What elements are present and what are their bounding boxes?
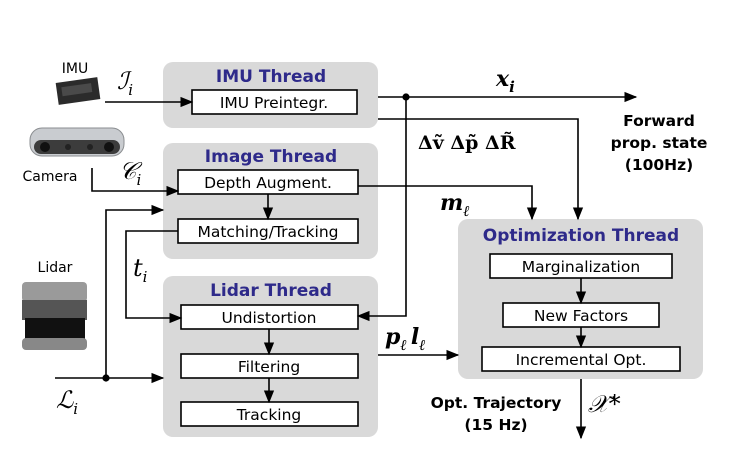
trajectory-symbol: 𝒳* [588,390,621,418]
camera-sensor-label: Camera [23,169,78,185]
depth-augment-box [177,169,359,195]
image-thread-title: Image Thread [205,147,337,167]
imu-chip-icon [55,77,101,105]
imu-input-symbol: ℐi [117,67,133,99]
camera-icon [29,127,125,157]
landmarks-to-optimization-arrow [358,185,538,221]
lidar-icon [22,282,87,350]
time-to-undistortion-arrow [125,230,183,324]
marginalization-label: Marginalization [522,258,640,276]
trajectory-label-line2: (15 Hz) [464,416,527,434]
imu-preintegration-label: IMU Preintegr. [220,94,328,112]
preintegration-symbol: Δṽ Δp̃ ΔR̃ [418,132,516,154]
camera-input-symbol: 𝒞i [119,157,143,189]
imu-thread-title: IMU Thread [216,67,326,87]
imu-sensor-label: IMU [62,61,88,77]
depth-augment-label: Depth Augment. [204,174,332,192]
state-to-undistortion-arrow [356,97,407,322]
marginalization-box [489,253,673,279]
new-factors-label: New Factors [534,307,628,325]
forward-prop-label-line2: prop. state [611,134,708,152]
preint-to-optimization-arrow [378,118,584,221]
filtering-label: Filtering [238,358,300,376]
lidar-thread-title: Lidar Thread [210,281,332,301]
forward-prop-label-line3: (100Hz) [625,156,694,174]
filtering-box [180,353,359,379]
matching-tracking-label: Matching/Tracking [197,223,338,241]
time-symbol: ti [133,254,148,286]
state-symbol: xi [495,66,515,96]
matching-tracking-box [177,218,359,244]
optimization-thread-title: Optimization Thread [483,226,679,246]
undistortion-label: Undistortion [221,309,316,327]
camera-input-arrow [91,168,180,197]
lidar-sensor-label: Lidar [38,260,73,276]
lidar-tracking-label: Tracking [236,406,302,424]
incremental-opt-label: Incremental Opt. [516,351,647,369]
lidar-input-symbol: ℒi [56,386,78,418]
landmark-symbol: mℓ [440,190,470,220]
trajectory-label-line1: Opt. Trajectory [431,394,562,412]
forward-prop-label-line1: Forward [623,112,695,130]
lidar-to-image-arrow [105,204,165,378]
lidar-tracking-box [180,401,359,427]
